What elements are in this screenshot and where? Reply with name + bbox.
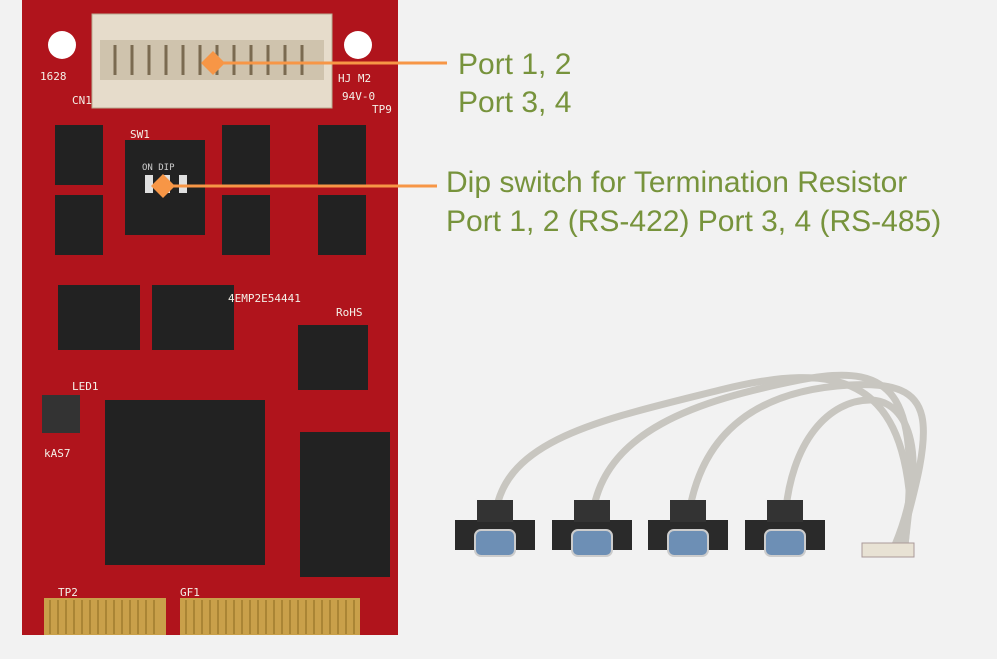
svg-text:ON DIP: ON DIP xyxy=(142,163,175,173)
svg-text:kAS7: kAS7 xyxy=(44,447,71,460)
callout-dip-line1: Dip switch for Termination Resistor xyxy=(446,166,908,199)
serial-cable-assembly xyxy=(491,371,927,547)
svg-text:94V-0: 94V-0 xyxy=(342,90,375,103)
svg-text:RoHS: RoHS xyxy=(336,306,363,319)
db9-connectors xyxy=(455,500,915,558)
svg-text:TP2: TP2 xyxy=(58,586,78,599)
svg-text:1628: 1628 xyxy=(40,70,67,83)
svg-text:GF1: GF1 xyxy=(180,586,200,599)
callout-ports xyxy=(201,51,447,75)
svg-text:4EMP2E54441: 4EMP2E54441 xyxy=(228,292,301,305)
svg-text:TP9: TP9 xyxy=(372,103,392,116)
callout-ports-line1: Port 1, 2 xyxy=(458,48,572,81)
svg-text:SW1: SW1 xyxy=(130,128,150,141)
callout-dip-line2: Port 1, 2 (RS-422) Port 3, 4 (RS-485) xyxy=(446,205,942,238)
callout-ports-line2: Port 3, 4 xyxy=(458,86,572,119)
callout-dip-switch xyxy=(151,174,437,198)
svg-text:HJ M2: HJ M2 xyxy=(338,72,371,85)
svg-text:CN1: CN1 xyxy=(72,94,92,107)
svg-text:LED1: LED1 xyxy=(72,380,99,393)
